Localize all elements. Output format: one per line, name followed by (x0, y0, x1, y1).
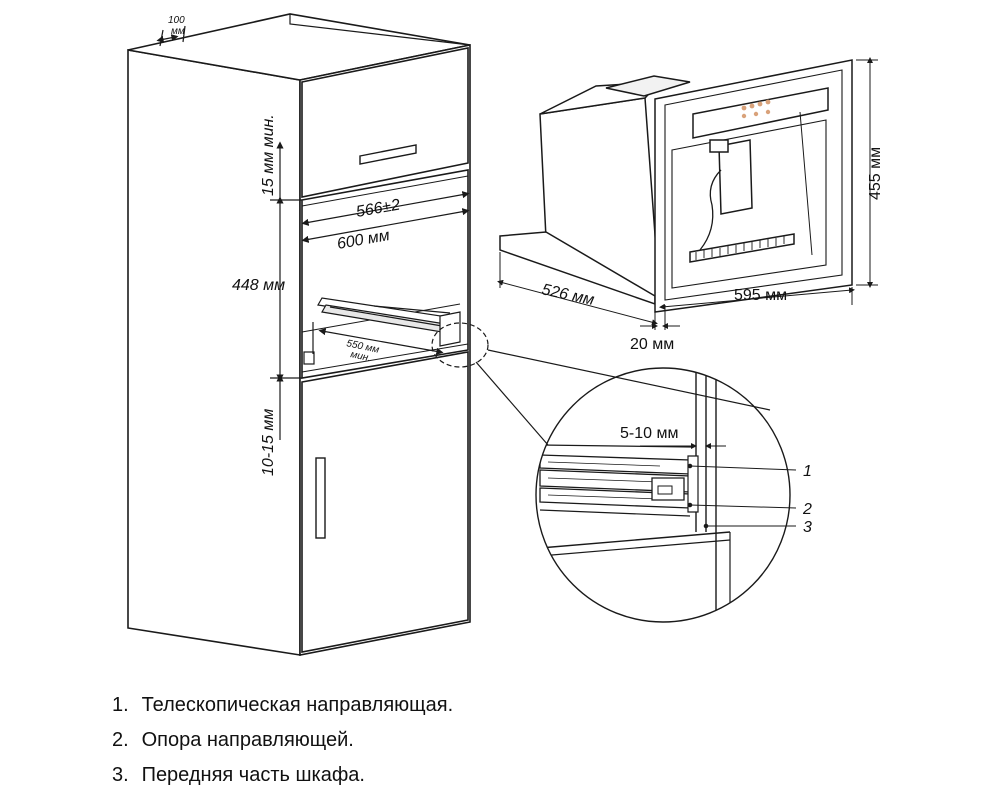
appliance-depth-label: 526 мм (540, 281, 595, 309)
lower-door (301, 351, 469, 653)
parts-legend: 1. Телескопическая направляющая. 2. Опор… (112, 690, 453, 795)
display-indicators (741, 99, 771, 119)
legend-number: 1. (112, 694, 129, 716)
bottom-gap-label: 10-15 мм (260, 409, 277, 476)
top-gap-label: 100 мм (168, 15, 185, 37)
niche-opening (301, 169, 469, 379)
upper-door (301, 47, 469, 198)
callout-2: 2 (802, 501, 812, 518)
legend-item: 2. Опора направляющей. (112, 725, 453, 760)
cabinet-dimension-lines (156, 25, 470, 440)
cabinet (127, 13, 471, 656)
top-gap-value: 100 (168, 15, 185, 26)
appliance-height-label: 455 мм (867, 147, 884, 200)
coffee-spout (718, 139, 753, 215)
legend-item: 3. Передняя часть шкафа. (112, 760, 453, 795)
appliance-width-label: 595 мм (734, 287, 787, 304)
lower-handle (315, 457, 326, 539)
zoom-detail (535, 367, 797, 623)
upper-handle (359, 144, 417, 165)
depth-min-suffix: мин. (349, 349, 372, 364)
cabinet-front (299, 44, 471, 656)
front-thickness-label: 20 мм (630, 336, 674, 353)
legend-number: 3. (112, 764, 129, 786)
callout-1: 1 (803, 463, 812, 480)
legend-text: Телескопическая направляющая. (141, 694, 454, 716)
rail-offset-label: 5-10 мм (620, 425, 678, 442)
niche-height-label: 448 мм (232, 277, 285, 294)
legend-number: 2. (112, 729, 129, 751)
legend-item: 1. Телескопическая направляющая. (112, 690, 453, 725)
top-gap-unit: мм (171, 26, 185, 37)
min-top-clearance-label: 15 мм мин. (260, 114, 277, 196)
zoom-source-marker (431, 322, 489, 368)
callout-3: 3 (803, 519, 812, 536)
legend-text: Передняя часть шкафа. (141, 764, 365, 786)
appliance (499, 59, 853, 313)
legend-text: Опора направляющей. (141, 729, 354, 751)
appliance-dimension-lines (497, 57, 878, 330)
control-panel (692, 87, 829, 139)
niche-rail (303, 297, 461, 365)
